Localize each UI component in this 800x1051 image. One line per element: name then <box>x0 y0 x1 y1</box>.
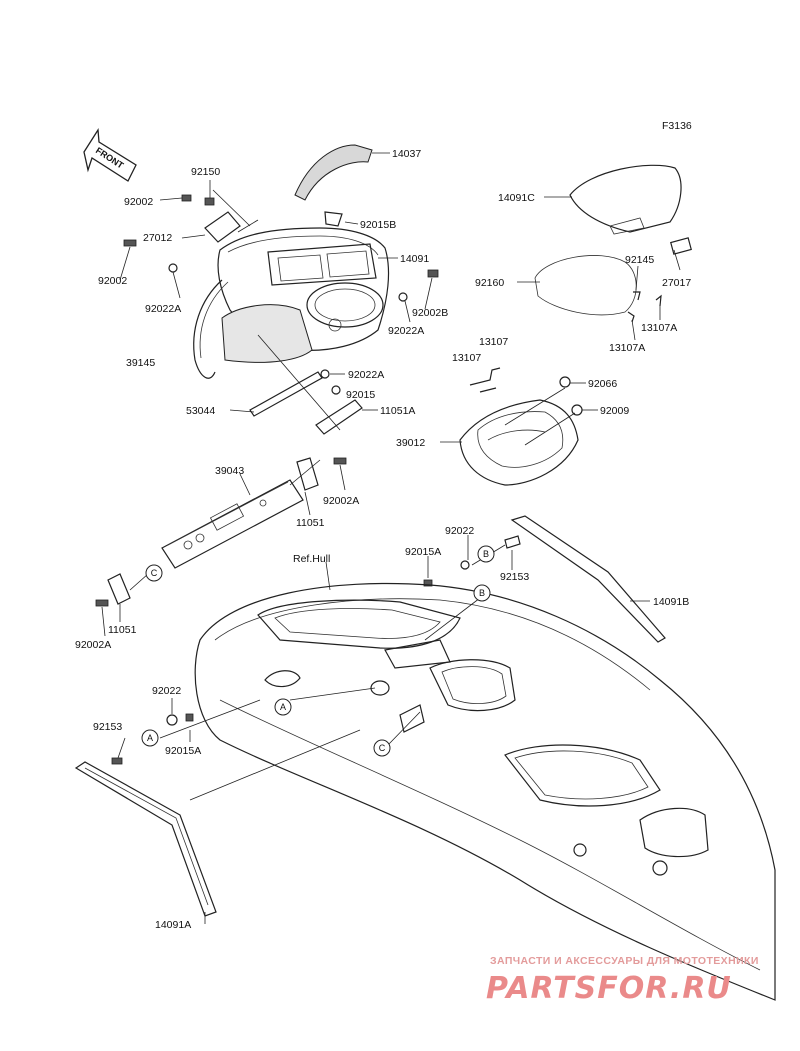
callout-b-lower: B <box>473 584 491 602</box>
leader-lines <box>101 152 681 924</box>
callout-c-lower: C <box>373 739 391 757</box>
callout-b-upper: B <box>477 545 495 563</box>
callout-c-upper-label: C <box>151 568 158 578</box>
watermark-tagline: ЗАПЧАСТИ И АКСЕССУАРЫ ДЛЯ МОТОТЕХНИКИ <box>490 955 759 967</box>
callout-a-upper-label: A <box>280 702 286 712</box>
part-label-53044: 53044 <box>186 405 215 417</box>
part-label-92022a-lower: 92022A <box>348 369 384 381</box>
part-label-92009: 92009 <box>600 405 629 417</box>
side-strip-right <box>510 515 666 643</box>
part-label-92002a-lower: 92002A <box>75 639 111 651</box>
part-label-39012: 39012 <box>396 437 425 449</box>
part-label-11051: 11051 <box>296 517 325 529</box>
part-label-92002-lower: 92002 <box>98 275 127 287</box>
part-label-92002b: 92002B <box>412 307 448 319</box>
ref-hull-label: Ref.Hull <box>293 553 330 565</box>
part-label-92015b: 92015B <box>360 219 396 231</box>
part-label-11051-lower: 11051 <box>108 624 137 636</box>
part-label-92015: 92015 <box>346 389 375 401</box>
hood-assembly <box>123 144 439 435</box>
part-label-92002: 92002 <box>124 196 153 208</box>
part-label-13107a-lower: 13107A <box>609 342 645 354</box>
part-label-13107-lower: 13107 <box>452 352 481 364</box>
part-label-92066: 92066 <box>588 378 617 390</box>
callout-a-lower-label: A <box>147 733 153 743</box>
figure-code: F3136 <box>662 120 692 132</box>
part-label-92022a-right: 92022A <box>388 325 424 337</box>
part-label-14091b: 14091B <box>653 596 689 608</box>
part-label-14091: 14091 <box>400 253 429 265</box>
part-label-27017: 27017 <box>662 277 691 289</box>
part-label-92160: 92160 <box>475 277 504 289</box>
part-label-92002a: 92002A <box>323 495 359 507</box>
part-label-14091a: 14091A <box>155 919 191 931</box>
part-label-92022: 92022 <box>445 525 474 537</box>
part-label-92022-lower: 92022 <box>152 685 181 697</box>
part-label-92153: 92153 <box>500 571 529 583</box>
cover-assembly <box>459 164 692 486</box>
callout-b-upper-label: B <box>483 549 489 559</box>
part-labels: 14037 92150 92002 27012 92015B 14091 920… <box>75 148 691 931</box>
watermark-brand: PARTSFOR.RU <box>486 971 732 1006</box>
part-label-27012: 27012 <box>143 232 172 244</box>
watermark: ЗАПЧАСТИ И АКСЕССУАРЫ ДЛЯ МОТОТЕХНИКИ PA… <box>486 955 759 1006</box>
part-label-13107a: 13107A <box>641 322 677 334</box>
part-label-92015a: 92015A <box>405 546 441 558</box>
part-label-14037: 14037 <box>392 148 421 160</box>
hull-outline <box>194 582 776 1001</box>
part-label-92153-lower: 92153 <box>93 721 122 733</box>
part-label-92150: 92150 <box>191 166 220 178</box>
callout-a-upper: A <box>274 698 292 716</box>
side-strip-left <box>74 761 217 917</box>
callout-a-lower: A <box>141 729 159 747</box>
part-label-11051a: 11051A <box>380 405 415 417</box>
part-label-14091c: 14091C <box>498 192 535 204</box>
part-label-92145: 92145 <box>625 254 654 266</box>
callout-c-lower-label: C <box>379 743 386 753</box>
part-label-13107: 13107 <box>479 336 508 348</box>
part-label-92015a-lower: 92015A <box>165 745 201 757</box>
panel-assembly <box>95 457 521 607</box>
part-label-92022a: 92022A <box>145 303 181 315</box>
part-label-39043: 39043 <box>215 465 244 477</box>
part-label-39145: 39145 <box>126 357 155 369</box>
callout-b-lower-label: B <box>479 588 485 598</box>
front-arrow-icon: FRONT <box>83 128 137 182</box>
callout-c-upper: C <box>145 564 163 582</box>
